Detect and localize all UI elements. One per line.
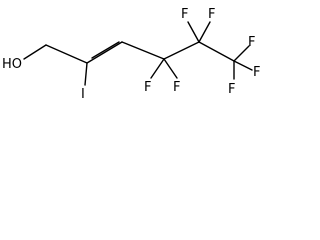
atom-iodine: I	[81, 87, 85, 102]
atom-fluorine-7: F	[228, 82, 235, 97]
atom-fluorine-1: F	[144, 80, 151, 95]
bond-c4-f2	[163, 58, 178, 79]
atom-fluorine-5: F	[248, 35, 255, 50]
atom-hydroxyl: HO	[2, 57, 22, 72]
bond-c4-f1	[150, 58, 165, 79]
bond-c1-c2	[45, 44, 88, 64]
bond-o-c1	[23, 44, 47, 60]
bond-c2-i	[84, 62, 88, 86]
atom-fluorine-3: F	[181, 7, 188, 22]
bond-c6-f6	[233, 60, 253, 71]
bond-c3-c4	[121, 41, 165, 60]
bond-c4-c5	[163, 41, 200, 60]
bonds	[23, 21, 253, 86]
atom-fluorine-2: F	[173, 80, 180, 95]
bond-c5-c6	[198, 41, 235, 62]
atom-fluorine-6: F	[253, 65, 260, 80]
atom-labels: HO I F F F F F F F	[2, 7, 260, 102]
molecule-drawing: HO I F F F F F F F	[2, 7, 260, 102]
bond-c2-c3	[86, 41, 123, 64]
bond-c5-f3	[187, 21, 200, 43]
bond-c2-c3-second	[91, 41, 120, 59]
bond-c5-f4	[198, 21, 211, 43]
bond-c6-f5	[233, 45, 250, 62]
atom-fluorine-4: F	[208, 7, 215, 22]
structure-diagram: HO I F F F F F F F	[0, 0, 268, 112]
